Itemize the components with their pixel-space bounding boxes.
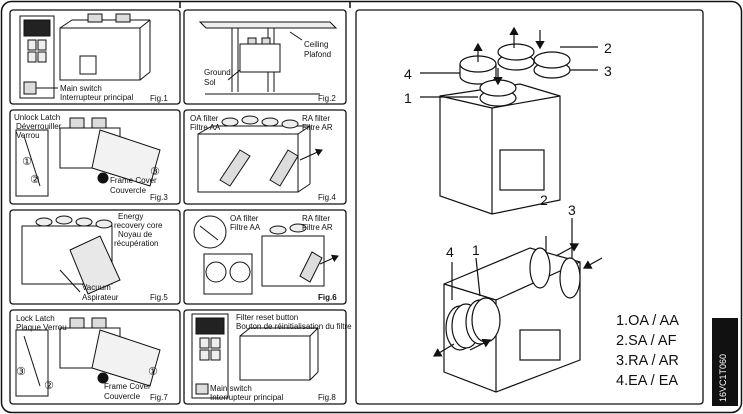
fig2-caption: Fig.2 [318, 94, 336, 103]
fig2-drawing [198, 21, 338, 95]
fig3-caption: Fig.3 [150, 193, 168, 202]
fig7-step-1: ① [148, 366, 158, 378]
fig6-caption: Fig.6 [318, 293, 337, 302]
fig7-step-3: ③ [16, 366, 26, 378]
fig7-caption: Fig.7 [150, 393, 168, 402]
panel-fig4 [183, 109, 347, 205]
fig8-drawing [191, 313, 319, 399]
port-legend: 1.OA / AA 2.SA / AF 3.RA / AR 4.EA / EA [616, 311, 679, 391]
panel-fig3 [9, 109, 181, 205]
fig5-caption: Fig.5 [150, 293, 168, 302]
fig1-label-interrupteur: Interrupteur principal [60, 93, 134, 102]
fig5-label-aspirateur: Aspirateur [82, 293, 119, 302]
panel-fig8 [183, 309, 347, 405]
panel-fig1 [9, 9, 181, 105]
fig4-label-ra-filter: RA filter [302, 114, 331, 123]
fig1-caption: Fig.1 [150, 94, 168, 103]
fig2-label-plafond: Plafond [304, 50, 332, 59]
fig5-drawing [21, 215, 121, 295]
fig3-label-verrou: Verrou [16, 131, 40, 140]
top-callout-2: 2 [604, 40, 612, 56]
fig7-label-frame-cover: Frame Cover [104, 382, 151, 391]
top-callout-3: 3 [604, 63, 612, 79]
fig8-label-bouton-reinit: Bouton de réinitialisation du filtre [236, 322, 352, 331]
document-code: 16VC1T060 [718, 353, 728, 402]
fig8-caption: Fig.8 [318, 393, 336, 402]
fig1-label-main-switch: Main switch [60, 84, 102, 93]
legend-item-oa: 1.OA / AA [616, 313, 679, 329]
bottom-callout-4: 4 [446, 244, 454, 260]
fig3-label-couvercle: Couvercle [110, 186, 147, 195]
fig3-step-3: ③ [150, 166, 160, 178]
fig7-label-lock-latch: Lock Latch [16, 314, 55, 323]
fig3-step-2: ② [30, 174, 40, 186]
fig7-label-couvercle: Couvercle [104, 392, 141, 401]
fig5-label-energy: Energy [118, 212, 144, 221]
fig3-label-deverrouiller: Déverrouiller [16, 122, 62, 131]
fig4-label-filtre-aa: Filtre AA [190, 123, 221, 132]
fig4-label-filtre-ar: Filtre AR [302, 123, 333, 132]
fig8-label-interrupteur: Interrupteur principal [210, 393, 284, 402]
bottom-callout-1: 1 [472, 242, 480, 258]
panel-fig7 [9, 309, 181, 405]
fig4-drawing [197, 115, 323, 193]
panel-main [355, 9, 704, 405]
bottom-callout-2: 2 [540, 192, 548, 208]
fig3-label-frame-cover: Frame Cover [110, 176, 157, 185]
legend-item-sa: 2.SA / AF [616, 333, 677, 349]
fig6-drawing [193, 215, 339, 295]
top-callout-1: 1 [404, 90, 412, 106]
fig6-label-oa-filter: OA filter [230, 214, 259, 223]
fig6-label-filtre-aa: Filtre AA [230, 223, 261, 232]
bottom-callout-3: 3 [568, 202, 576, 218]
fig3-step-1: ① [22, 156, 32, 168]
fig5-label-vacuum: Vacuum [82, 283, 111, 292]
legend-item-ea: 4.EA / EA [616, 373, 679, 389]
panel-fig6 [183, 209, 347, 305]
fig3-label-unlock: Unlock Latch [14, 113, 61, 122]
panel-fig2 [183, 9, 347, 105]
fig6-label-ra-filter: RA filter [302, 214, 331, 223]
panel-fig5 [9, 209, 181, 305]
fig1-drawing [19, 13, 151, 99]
fig5-label-recuperation: récupération [114, 239, 159, 248]
fig4-label-oa-filter: OA filter [190, 114, 219, 123]
fig3-drawing [15, 117, 161, 197]
fig5-label-noyau: Noyau de [118, 230, 153, 239]
fig7-drawing [15, 317, 161, 397]
legend-item-ra: 3.RA / AR [616, 353, 679, 369]
fig4-caption: Fig.4 [318, 193, 336, 202]
fig8-label-filter-reset: Filter reset button [236, 313, 299, 322]
document-code-tab: 16VC1T060 [712, 318, 738, 406]
fig7-label-plaque-verrou: Plaque Verrou [16, 323, 67, 332]
top-callout-4: 4 [404, 66, 412, 82]
fig8-label-main-switch: Main switch [210, 384, 252, 393]
fig7-step-2: ② [44, 380, 54, 392]
main-unit-bottom [432, 218, 603, 393]
fig6-label-filtre-ar: Filtre AR [302, 223, 333, 232]
main-unit-top [420, 26, 598, 215]
fig2-label-ground: Ground [204, 68, 231, 77]
fig2-label-sol: Sol [204, 78, 216, 87]
fig2-label-ceiling: Ceiling [304, 40, 329, 49]
fig5-label-recovery-core: recovery core [114, 221, 163, 230]
